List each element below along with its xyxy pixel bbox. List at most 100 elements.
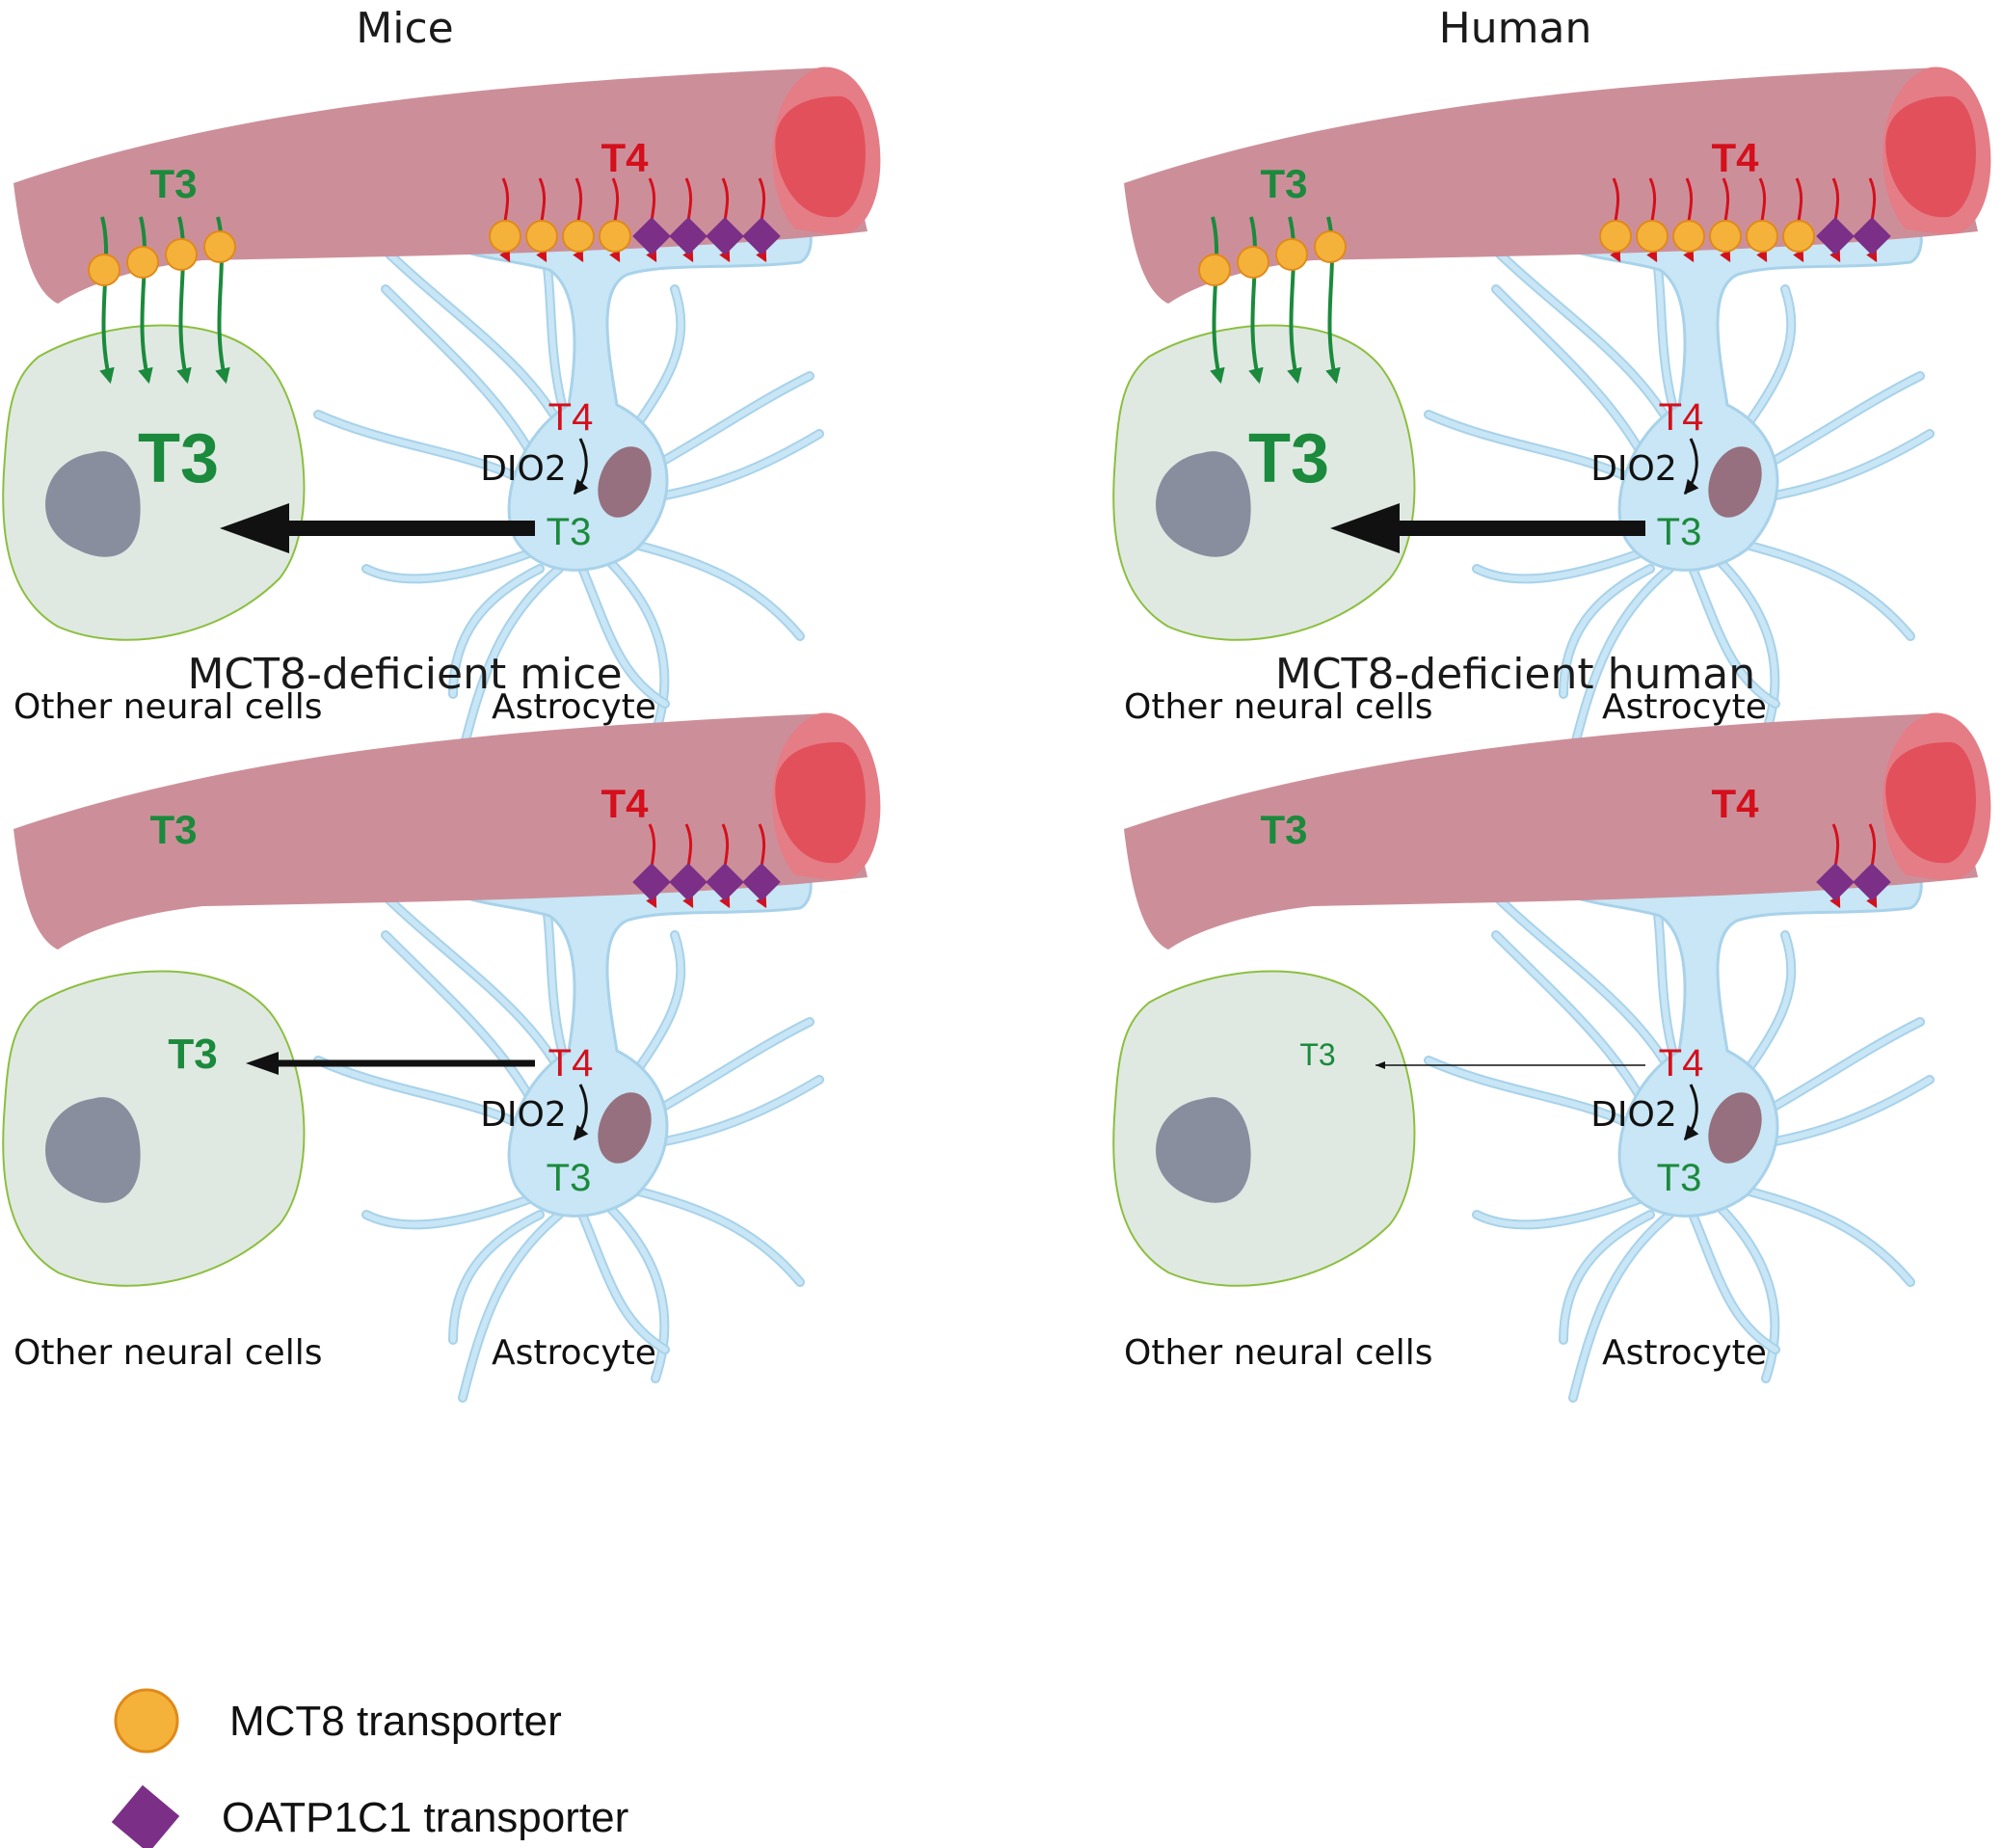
vessel-t4-label: T4	[1711, 135, 1759, 180]
label-other-neural-cells: Other neural cells	[1124, 1333, 1432, 1373]
astrocyte-process	[612, 1181, 805, 1287]
oatp1c1-transporter	[632, 863, 671, 901]
neural-cell-t3-label: T3	[168, 1031, 217, 1078]
neural-cell-body	[2, 324, 306, 641]
panel-title: MCT8-deficient mice	[187, 650, 622, 699]
t3-release-arrowhead	[220, 503, 289, 553]
neural-cell-nucleus	[45, 1097, 141, 1203]
label-astrocyte: Astrocyte	[1602, 687, 1767, 727]
t3-transport-arrow	[138, 216, 153, 385]
dio2-label: DIO2	[480, 1095, 567, 1135]
vessel-t4-label: T4	[601, 135, 649, 180]
astrocyte-body	[441, 214, 813, 572]
label-astrocyte: Astrocyte	[492, 687, 656, 727]
mct8-transporter	[1782, 220, 1815, 253]
vessel-wall	[1124, 713, 1978, 950]
other-neural-cell	[2, 324, 306, 641]
neural-cell-t3-label: T3	[1299, 1037, 1335, 1072]
mct8-transporter	[88, 254, 120, 286]
panel-title: MCT8-deficient human	[1275, 650, 1755, 699]
other-neural-cell	[1112, 324, 1416, 641]
other-neural-cell	[2, 970, 306, 1287]
mct8-transporter	[203, 230, 236, 263]
t3-transport-arrow	[99, 216, 115, 385]
panel-title: Mice	[356, 4, 453, 53]
neural-cell-body	[2, 970, 306, 1287]
dio2-conversion-arrow	[573, 438, 589, 495]
astrocyte-t4-label: T4	[1659, 396, 1704, 439]
astrocyte-body	[1552, 214, 1923, 572]
t3-transport-arrow	[1287, 216, 1302, 385]
mct8-transporter	[1746, 220, 1778, 253]
mct8-transporter	[562, 220, 595, 253]
astrocyte-body	[441, 860, 813, 1218]
astrocyte	[313, 860, 824, 1403]
astrocyte-nucleus	[1708, 1092, 1762, 1164]
astrocyte-t3-label: T3	[547, 1157, 592, 1199]
dio2-conversion-arrow	[1683, 438, 1699, 495]
mct8-transporter	[1314, 230, 1347, 263]
bbb-t4-transporters	[1599, 177, 1891, 263]
neural-cell-body	[1112, 324, 1416, 641]
mct8-transporter	[1599, 220, 1632, 253]
bbb-t3-transporters	[88, 216, 236, 385]
astrocyte-process	[612, 535, 805, 641]
bbb-t3-transporters	[1198, 216, 1347, 385]
t3-release-arrowhead	[1330, 503, 1400, 553]
neural-cell-nucleus	[1156, 451, 1251, 557]
dio2-conversion-arrow	[573, 1084, 589, 1141]
legend-mct8-icon	[114, 1688, 179, 1754]
legend-mct8-label: MCT8 transporter	[229, 1698, 562, 1745]
neural-cell-t3-label: T3	[1248, 420, 1329, 497]
vessel-t4-label: T4	[601, 781, 649, 826]
vessel-t3-label: T3	[149, 807, 197, 852]
vessel-t3-label: T3	[1260, 161, 1307, 206]
vessel-wall	[13, 713, 868, 950]
neural-cell-t3-label: T3	[138, 420, 219, 497]
blood-vessel	[1124, 712, 1991, 950]
panel-4: MCT8-deficient humanT3T4T4DIO2T3T3Other …	[1112, 650, 1991, 1403]
label-astrocyte: Astrocyte	[492, 1333, 656, 1373]
astrocyte-t4-label: T4	[1659, 1042, 1704, 1085]
dio2-label: DIO2	[1590, 449, 1677, 489]
oatp1c1-transporter	[742, 863, 781, 901]
astrocyte-nucleus	[1708, 446, 1762, 518]
t3-transport-arrow	[1210, 216, 1225, 385]
vessel-t4-label: T4	[1711, 781, 1759, 826]
mct8-transporter	[126, 246, 159, 279]
other-neural-cell	[1112, 970, 1416, 1287]
panel-title: Human	[1439, 4, 1592, 53]
oatp1c1-transporter	[742, 217, 781, 255]
label-other-neural-cells: Other neural cells	[13, 687, 322, 727]
mct8-transporter	[1672, 220, 1705, 253]
mct8-transporter	[1198, 254, 1231, 286]
astrocyte-process	[1723, 1181, 1915, 1287]
legend-oatp1c1-label: OATP1C1 transporter	[222, 1794, 628, 1841]
oatp1c1-transporter	[669, 863, 708, 901]
t3-transport-arrow	[176, 216, 192, 385]
t3-release-arrowhead	[1375, 1061, 1385, 1069]
bbb-t4-transporters	[489, 177, 781, 263]
label-astrocyte: Astrocyte	[1602, 1333, 1767, 1373]
mct8-transporter	[1275, 238, 1308, 271]
mct8-transporter	[525, 220, 558, 253]
astrocyte-t3-label: T3	[1657, 1157, 1702, 1199]
vessel-lumen	[1885, 95, 1976, 218]
astrocyte	[313, 214, 824, 757]
astrocyte-nucleus	[598, 1092, 652, 1164]
neural-cell-nucleus	[45, 451, 141, 557]
vessel-lumen	[775, 741, 866, 864]
vessel-lumen	[1885, 741, 1976, 864]
mct8-transporter	[1636, 220, 1669, 253]
label-other-neural-cells: Other neural cells	[13, 1333, 322, 1373]
astrocyte	[1424, 860, 1935, 1403]
t3-transport-arrow	[1248, 216, 1264, 385]
mct8-transporter	[1237, 246, 1269, 279]
astrocyte-t4-label: T4	[548, 396, 594, 439]
mct8-transporter	[165, 238, 198, 271]
